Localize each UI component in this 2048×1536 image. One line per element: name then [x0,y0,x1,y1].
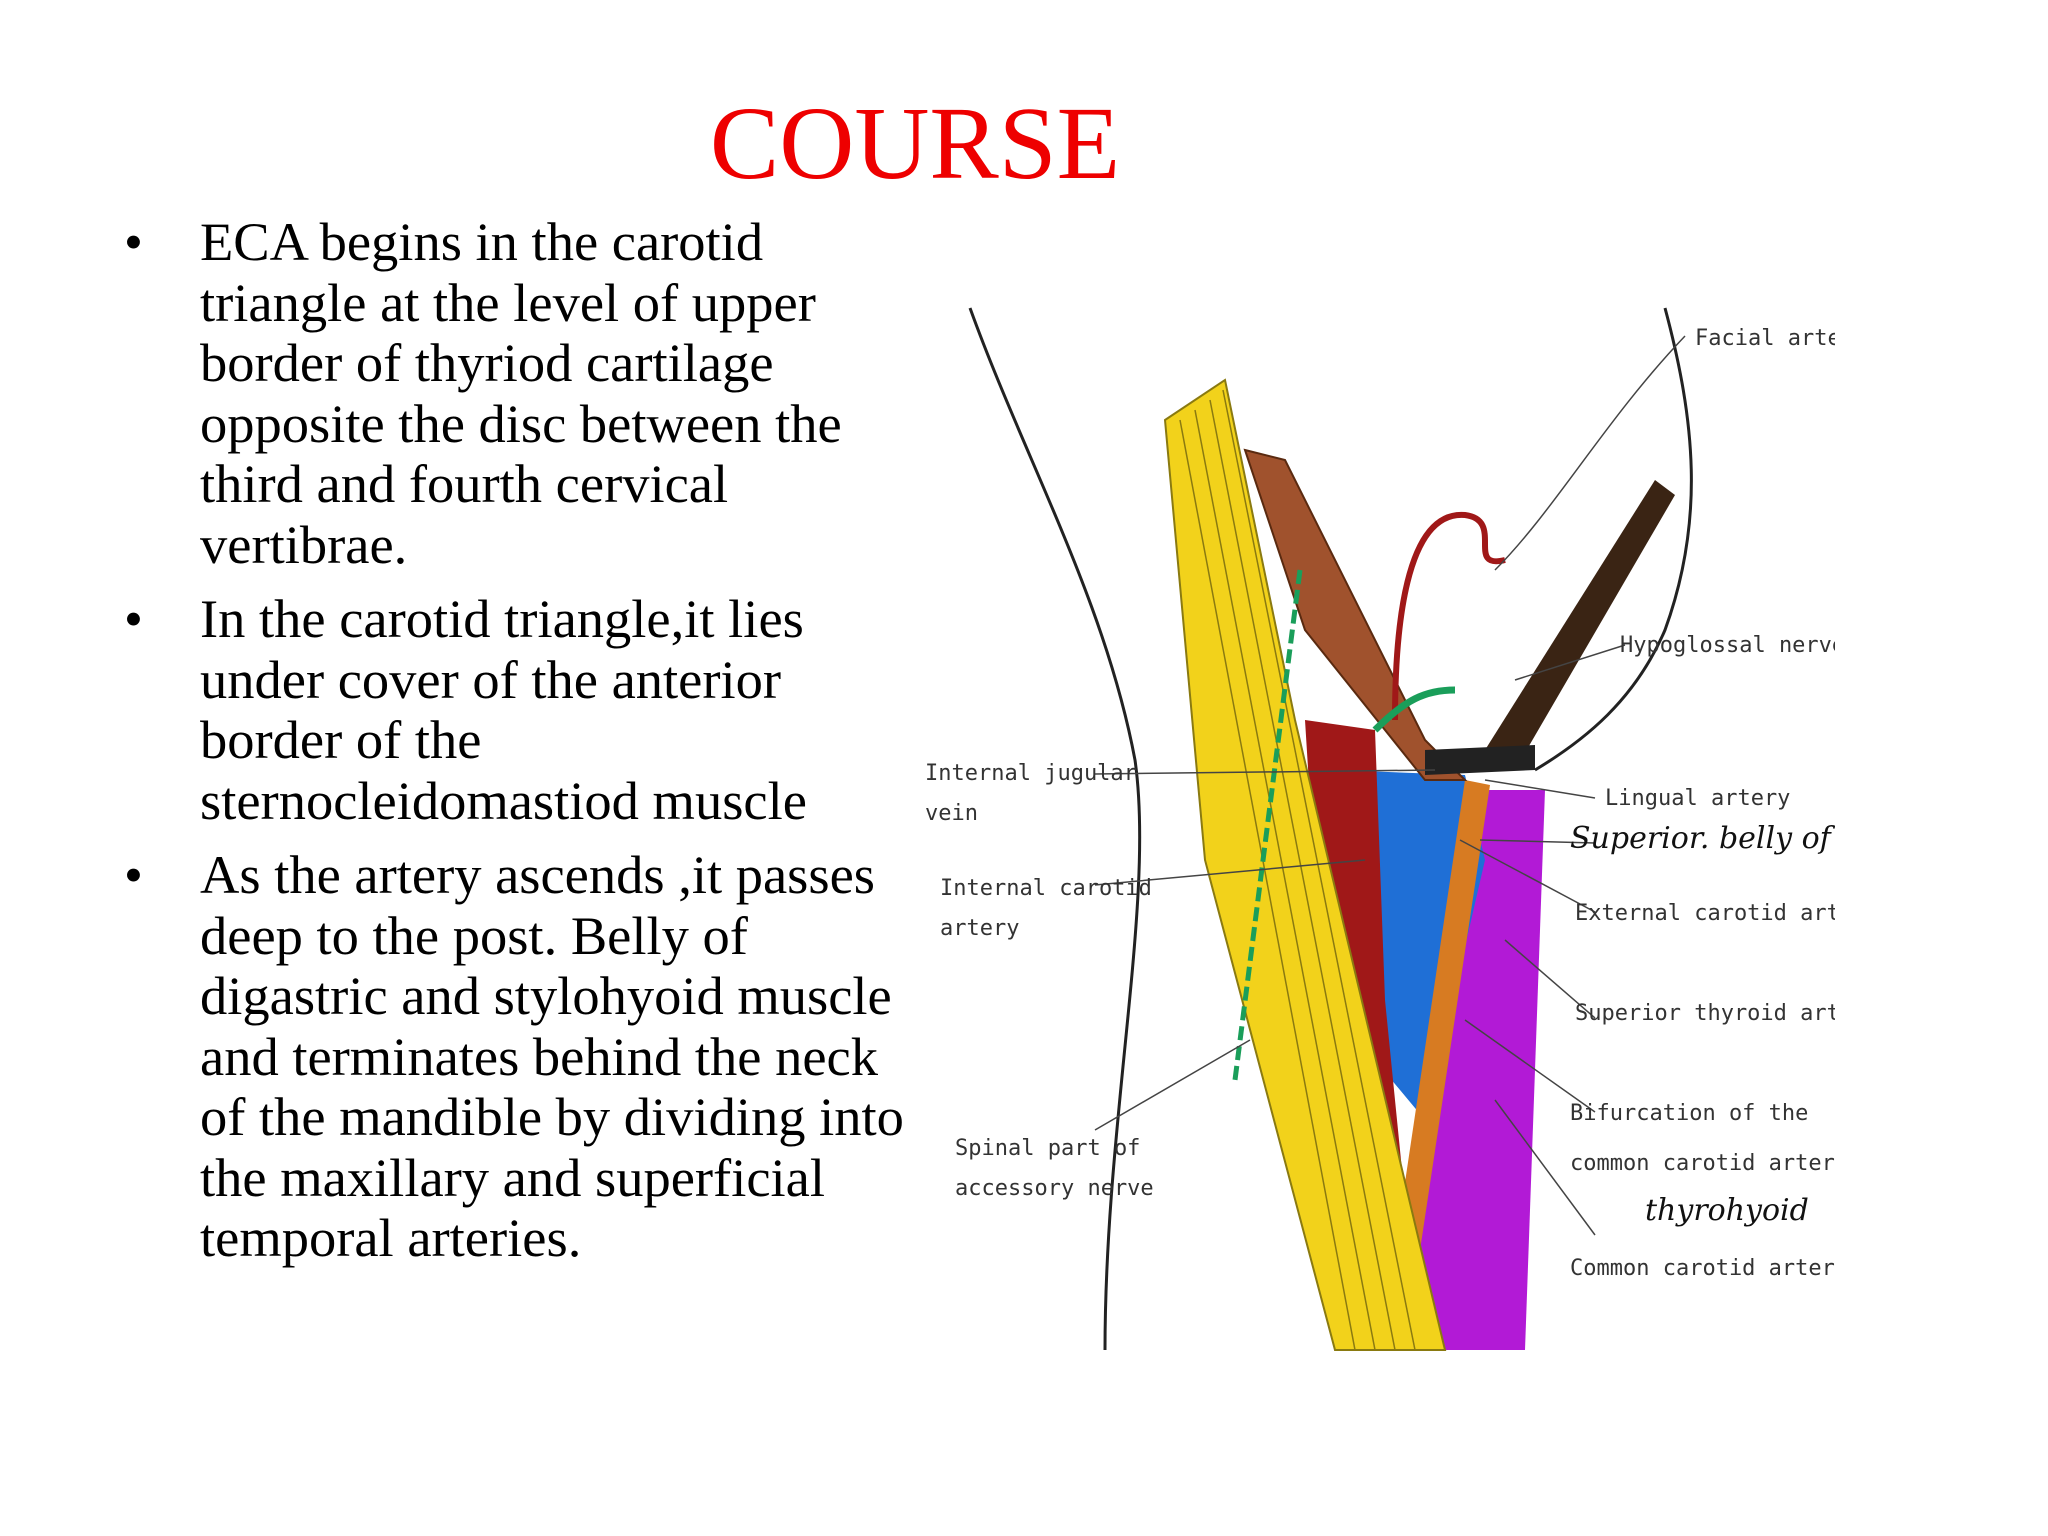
accessory-nerve-shape [1232,569,1303,1081]
label-bifurcation-line1: Bifurcation of the [1570,1101,1808,1126]
stylohyoid-muscle [1485,480,1675,770]
label-internal-carotid-line2: artery [940,916,1019,941]
label-external-carotid-artery: External carotid artery [1575,901,1835,926]
bullet-text: In the carotid triangle,it lies under co… [200,588,807,831]
digastric-muscle [1243,448,1468,781]
bullet-marker: • [124,212,143,272]
hypoglossal-nerve-shape [1372,686,1456,733]
slide-title: COURSE [709,86,1121,201]
neck-anatomy-diagram: Facial artery Hypoglossal nerve Internal… [905,300,1835,1360]
bullet-marker: • [124,845,143,905]
muscle-fibers [1179,389,1416,1351]
label-lingual-artery: Lingual artery [1605,786,1790,811]
bullet-text: ECA begins in the carotid triangle at th… [200,211,842,575]
label-internal-jugular-vein-line2: vein [925,801,978,826]
hyoid-bone [1425,745,1535,775]
facial-artery-shape [1392,511,1506,721]
label-internal-carotid-line1: Internal carotid [940,876,1152,901]
label-bifurcation-line2: common carotid artery [1570,1151,1835,1176]
bullet-list: • ECA begins in the carotid triangle at … [118,211,918,1283]
label-superior-thyroid-artery: Superior thyroid artery [1575,1001,1835,1026]
label-common-carotid-artery: Common carotid artery [1570,1256,1835,1281]
bullet-item: • ECA begins in the carotid triangle at … [118,211,918,575]
label-spinal-accessory-line2: accessory nerve [955,1176,1154,1201]
label-hypoglossal-nerve: Hypoglossal nerve [1620,633,1835,658]
bullet-marker: • [124,589,143,649]
neck-outline-right [1534,307,1693,772]
label-thyrohyoid: thyrohyoid [1645,1193,1809,1228]
label-superior-belly-omohyoid: Superior. belly of omohyoid [1570,821,1835,856]
bullet-text: As the artery ascends ,it passes deep to… [200,844,904,1268]
label-spinal-accessory-line1: Spinal part of [955,1136,1140,1161]
bullet-item: • As the artery ascends ,it passes deep … [118,844,918,1269]
label-internal-jugular-vein-line1: Internal jugular [925,761,1137,786]
leader-lines [1094,335,1686,1236]
label-facial-artery: Facial artery [1695,326,1835,351]
bullet-item: • In the carotid triangle,it lies under … [118,588,918,831]
neck-outline-left [968,307,1142,1351]
